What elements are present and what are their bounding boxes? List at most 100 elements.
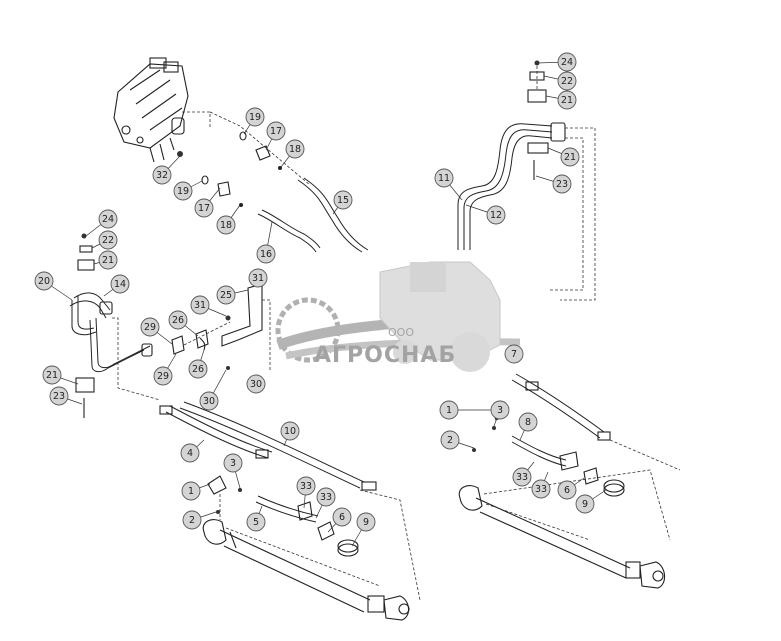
- callout-3-a: 3: [490, 400, 510, 427]
- callout-number: 14: [114, 279, 126, 290]
- fittings-lower-left: [207, 475, 359, 557]
- callout-number: 20: [38, 276, 50, 287]
- callout-number: 23: [556, 179, 568, 190]
- callout-bubble: [518, 412, 538, 432]
- callout-bubble: [557, 90, 577, 110]
- callout-2-b: 2: [182, 510, 217, 530]
- callout-number: 33: [320, 492, 332, 503]
- callout-bubble: [49, 386, 69, 406]
- callout-layer: 2422212123111219171832191718151624222120…: [34, 52, 607, 547]
- callout-number: 10: [284, 426, 296, 437]
- callout-33-d: 33: [315, 487, 336, 519]
- callout-bubble: [182, 510, 202, 530]
- callout-number: 11: [438, 173, 450, 184]
- callout-bubble: [223, 453, 243, 473]
- callout-bubble: [531, 479, 551, 499]
- callout-30-b: 30: [246, 374, 266, 394]
- callout-bubble: [512, 467, 532, 487]
- callout-number: 5: [253, 517, 259, 528]
- callout-24-b: 24: [85, 209, 118, 237]
- callout-10: 10: [280, 421, 300, 447]
- callout-number: 23: [53, 391, 65, 402]
- callout-number: 7: [511, 349, 517, 360]
- callout-bubble: [246, 512, 266, 532]
- callout-26-a: 26: [168, 310, 199, 337]
- callout-number: 24: [561, 57, 573, 68]
- callout-18-a: 18: [280, 139, 305, 168]
- callout-21-a: 21: [545, 90, 577, 110]
- callout-32: 32: [152, 155, 181, 185]
- hoses-4-10: [159, 401, 377, 491]
- hydraulic-cylinder-left: [202, 489, 421, 621]
- callout-33-b: 33: [531, 471, 551, 499]
- callout-bubble: [98, 209, 118, 229]
- callout-number: 22: [561, 76, 573, 87]
- callout-bubble: [280, 421, 300, 441]
- callout-bubble: [152, 165, 172, 185]
- callout-number: 30: [203, 396, 215, 407]
- callout-number: 4: [187, 448, 193, 459]
- callout-26-b: 26: [188, 349, 208, 379]
- callout-number: 30: [250, 379, 262, 390]
- callout-bubble: [557, 480, 577, 500]
- callout-21-b: 21: [547, 147, 580, 167]
- callout-bubble: [490, 400, 510, 420]
- callout-4: 4: [180, 439, 205, 463]
- callout-bubble: [557, 52, 577, 72]
- callout-22-b: 22: [91, 230, 118, 250]
- callout-21-c: 21: [93, 250, 118, 270]
- callout-21-d: 21: [42, 365, 79, 385]
- callout-bubble: [266, 121, 286, 141]
- callout-number: 33: [300, 481, 312, 492]
- callout-bubble: [34, 271, 54, 291]
- callout-2-a: 2: [440, 430, 475, 450]
- callout-15: 15: [332, 190, 353, 215]
- callout-30-a: 30: [199, 369, 227, 411]
- callout-25: 25: [216, 285, 249, 305]
- tube-16: [257, 213, 317, 253]
- callout-number: 21: [102, 255, 114, 266]
- callout-number: 18: [289, 144, 301, 155]
- callout-bubble: [199, 391, 219, 411]
- callout-bubble: [256, 244, 276, 264]
- callout-23-a: 23: [535, 174, 572, 194]
- callout-16: 16: [256, 221, 276, 264]
- callout-number: 2: [189, 515, 195, 526]
- callout-29-b: 29: [153, 353, 177, 386]
- callout-bubble: [140, 317, 160, 337]
- callout-bubble: [173, 181, 193, 201]
- callout-bubble: [439, 400, 459, 420]
- watermark-company-form: ООО: [388, 326, 414, 339]
- tube-15: [297, 179, 363, 253]
- callout-number: 12: [490, 210, 502, 221]
- callout-bubble: [560, 147, 580, 167]
- callout-12: 12: [465, 204, 506, 225]
- callout-bubble: [153, 366, 173, 386]
- callout-number: 33: [535, 484, 547, 495]
- callout-number: 29: [157, 371, 169, 382]
- callout-number: 18: [220, 220, 232, 231]
- callout-8: 8: [518, 412, 538, 441]
- callout-number: 16: [260, 249, 272, 260]
- callout-18-b: 18: [216, 204, 241, 235]
- callout-bubble: [180, 443, 200, 463]
- callout-number: 31: [194, 300, 206, 311]
- callout-number: 3: [497, 405, 503, 416]
- callout-23-b: 23: [49, 386, 83, 406]
- callout-number: 21: [46, 370, 58, 381]
- callout-bubble: [440, 430, 460, 450]
- callout-number: 32: [156, 170, 168, 181]
- callout-number: 26: [172, 315, 184, 326]
- callout-bubble: [190, 295, 210, 315]
- callout-number: 24: [102, 214, 114, 225]
- callout-17-a: 17: [265, 121, 286, 151]
- callout-6-a: 6: [557, 477, 585, 500]
- callout-19-b: 19: [173, 180, 203, 201]
- callout-11: 11: [434, 168, 463, 201]
- callout-bubble: [248, 268, 268, 288]
- callout-33-c: 33: [296, 476, 316, 509]
- callout-bubble: [168, 310, 188, 330]
- callout-number: 1: [188, 486, 194, 497]
- callout-bubble: [194, 198, 214, 218]
